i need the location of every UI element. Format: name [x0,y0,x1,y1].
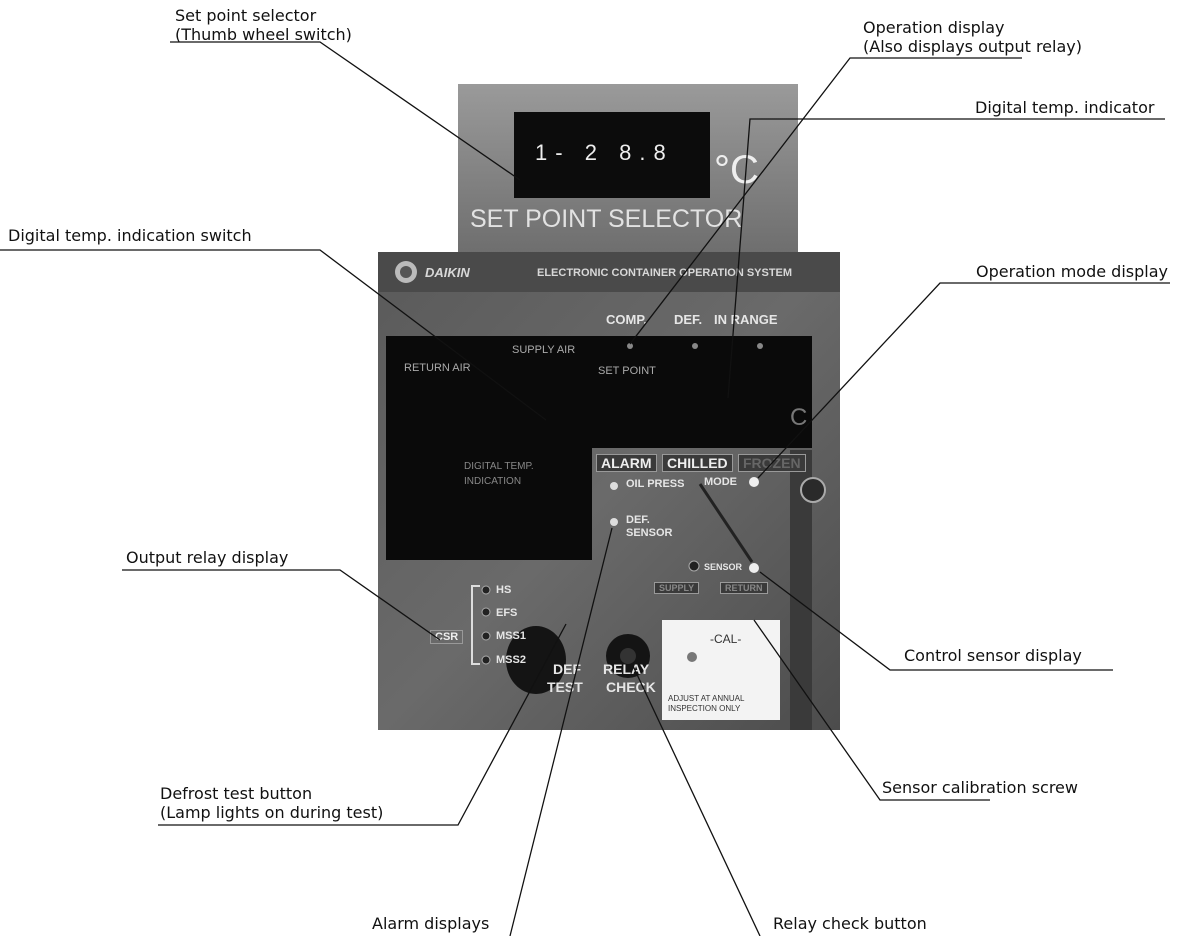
callout-alarm-displays: Alarm displays [372,914,489,933]
callout-sensor-calibration-screw: Sensor calibration screw [882,778,1078,797]
callout-set-point-selector: Set point selector (Thumb wheel switch) [175,6,352,44]
callout-digital-temp-indicator: Digital temp. indicator [975,98,1154,117]
callout-operation-display: Operation display (Also displays output … [863,18,1082,56]
callout-control-sensor-display: Control sensor display [904,646,1082,665]
leader-operation-display [630,58,1022,344]
callout-relay-check-button: Relay check button [773,914,927,933]
leader-indication-switch [0,250,546,420]
leader-output-relay-display [122,570,440,640]
callout-defrost-test-button: Defrost test button (Lamp lights on duri… [160,784,383,822]
callout-indication-switch: Digital temp. indication switch [8,226,252,245]
callout-output-relay-display: Output relay display [126,548,288,567]
leader-relay-check-button [633,666,760,936]
leader-digital-temp-indicator [728,119,1165,398]
leader-set-point-selector [170,42,520,180]
leader-operation-mode-display [758,283,1170,478]
callout-operation-mode-display: Operation mode display [976,262,1168,281]
leader-alarm-displays [510,528,612,936]
